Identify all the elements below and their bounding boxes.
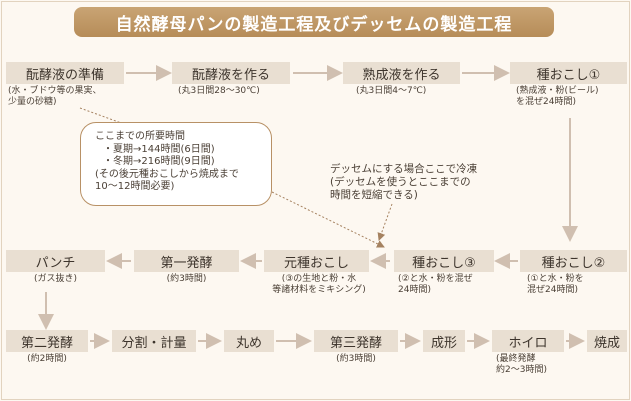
step-second-fermentation: 第二発酵 — [6, 330, 88, 352]
step-shaping: 成形 — [423, 330, 465, 352]
step-tane-okoshi-1-note: (熟成液・粉(ビール) を混ぜ24時間) — [516, 86, 599, 107]
dessem-freeze-note: デッセムにする場合ここで冷凍 (デッセムを使うとここまでの 時間を短縮できる) — [330, 163, 478, 201]
step-third-fermentation: 第三発酵 — [314, 330, 398, 352]
dotted-line-bubble-to-motodane — [271, 191, 385, 248]
step-second-fermentation-note: (約2時間) — [27, 354, 67, 364]
step-tane-okoshi-2-note: (①と水・粉を 混ぜ24時間) — [527, 274, 584, 295]
step-yeast-liquid-prep-note: (水・ブドウ等の果実、 少量の砂糖) — [8, 86, 102, 107]
step-make-matured-liquid-note: (丸3日間4～7℃) — [356, 86, 427, 96]
step-tane-okoshi-3: 種おこし③ — [394, 250, 494, 272]
step-punch-note: (ガス抜き) — [33, 274, 78, 284]
step-tane-okoshi-2: 種おこし② — [520, 250, 627, 272]
step-rounding: 丸め — [224, 330, 274, 352]
step-yeast-liquid-prep: 酛酵液の準備 — [6, 62, 124, 84]
step-make-matured-liquid: 熟成液を作る — [343, 62, 460, 84]
step-tane-okoshi-3-note: (②と水・粉を混ぜ 24時間) — [398, 274, 473, 295]
dotted-line-cold-to-motodane — [377, 203, 393, 241]
step-hoiro-final-proof: ホイロ — [492, 330, 564, 352]
step-punch: パンチ — [6, 250, 105, 272]
step-first-fermentation-note: (約3時間) — [166, 274, 207, 284]
step-first-fermentation: 第一発酵 — [134, 250, 239, 272]
time-required-callout: ここまでの所要時間 ・夏期→144時間(6日間) ・冬期→216時間(9日間) … — [80, 122, 272, 206]
step-third-fermentation-note: (約3時間) — [336, 354, 376, 364]
step-divide-weigh: 分割・計量 — [112, 330, 196, 352]
step-motodane-okoshi-note: (③の生地と粉・水 等諸材料をミキシング) — [272, 274, 366, 295]
step-baking: 焼成 — [587, 330, 627, 352]
step-make-yeast-liquid-note: (丸3日間28～30℃) — [178, 86, 260, 96]
step-tane-okoshi-1: 種おこし① — [510, 62, 627, 84]
step-hoiro-note: (最終発酵 約2～3時間) — [496, 354, 547, 375]
step-motodane-okoshi: 元種おこし — [264, 250, 369, 272]
page-title: 自然酵母パンの製造工程及びデッセムの製造工程 — [74, 7, 554, 37]
step-make-yeast-liquid: 酛酵液を作る — [172, 62, 290, 84]
